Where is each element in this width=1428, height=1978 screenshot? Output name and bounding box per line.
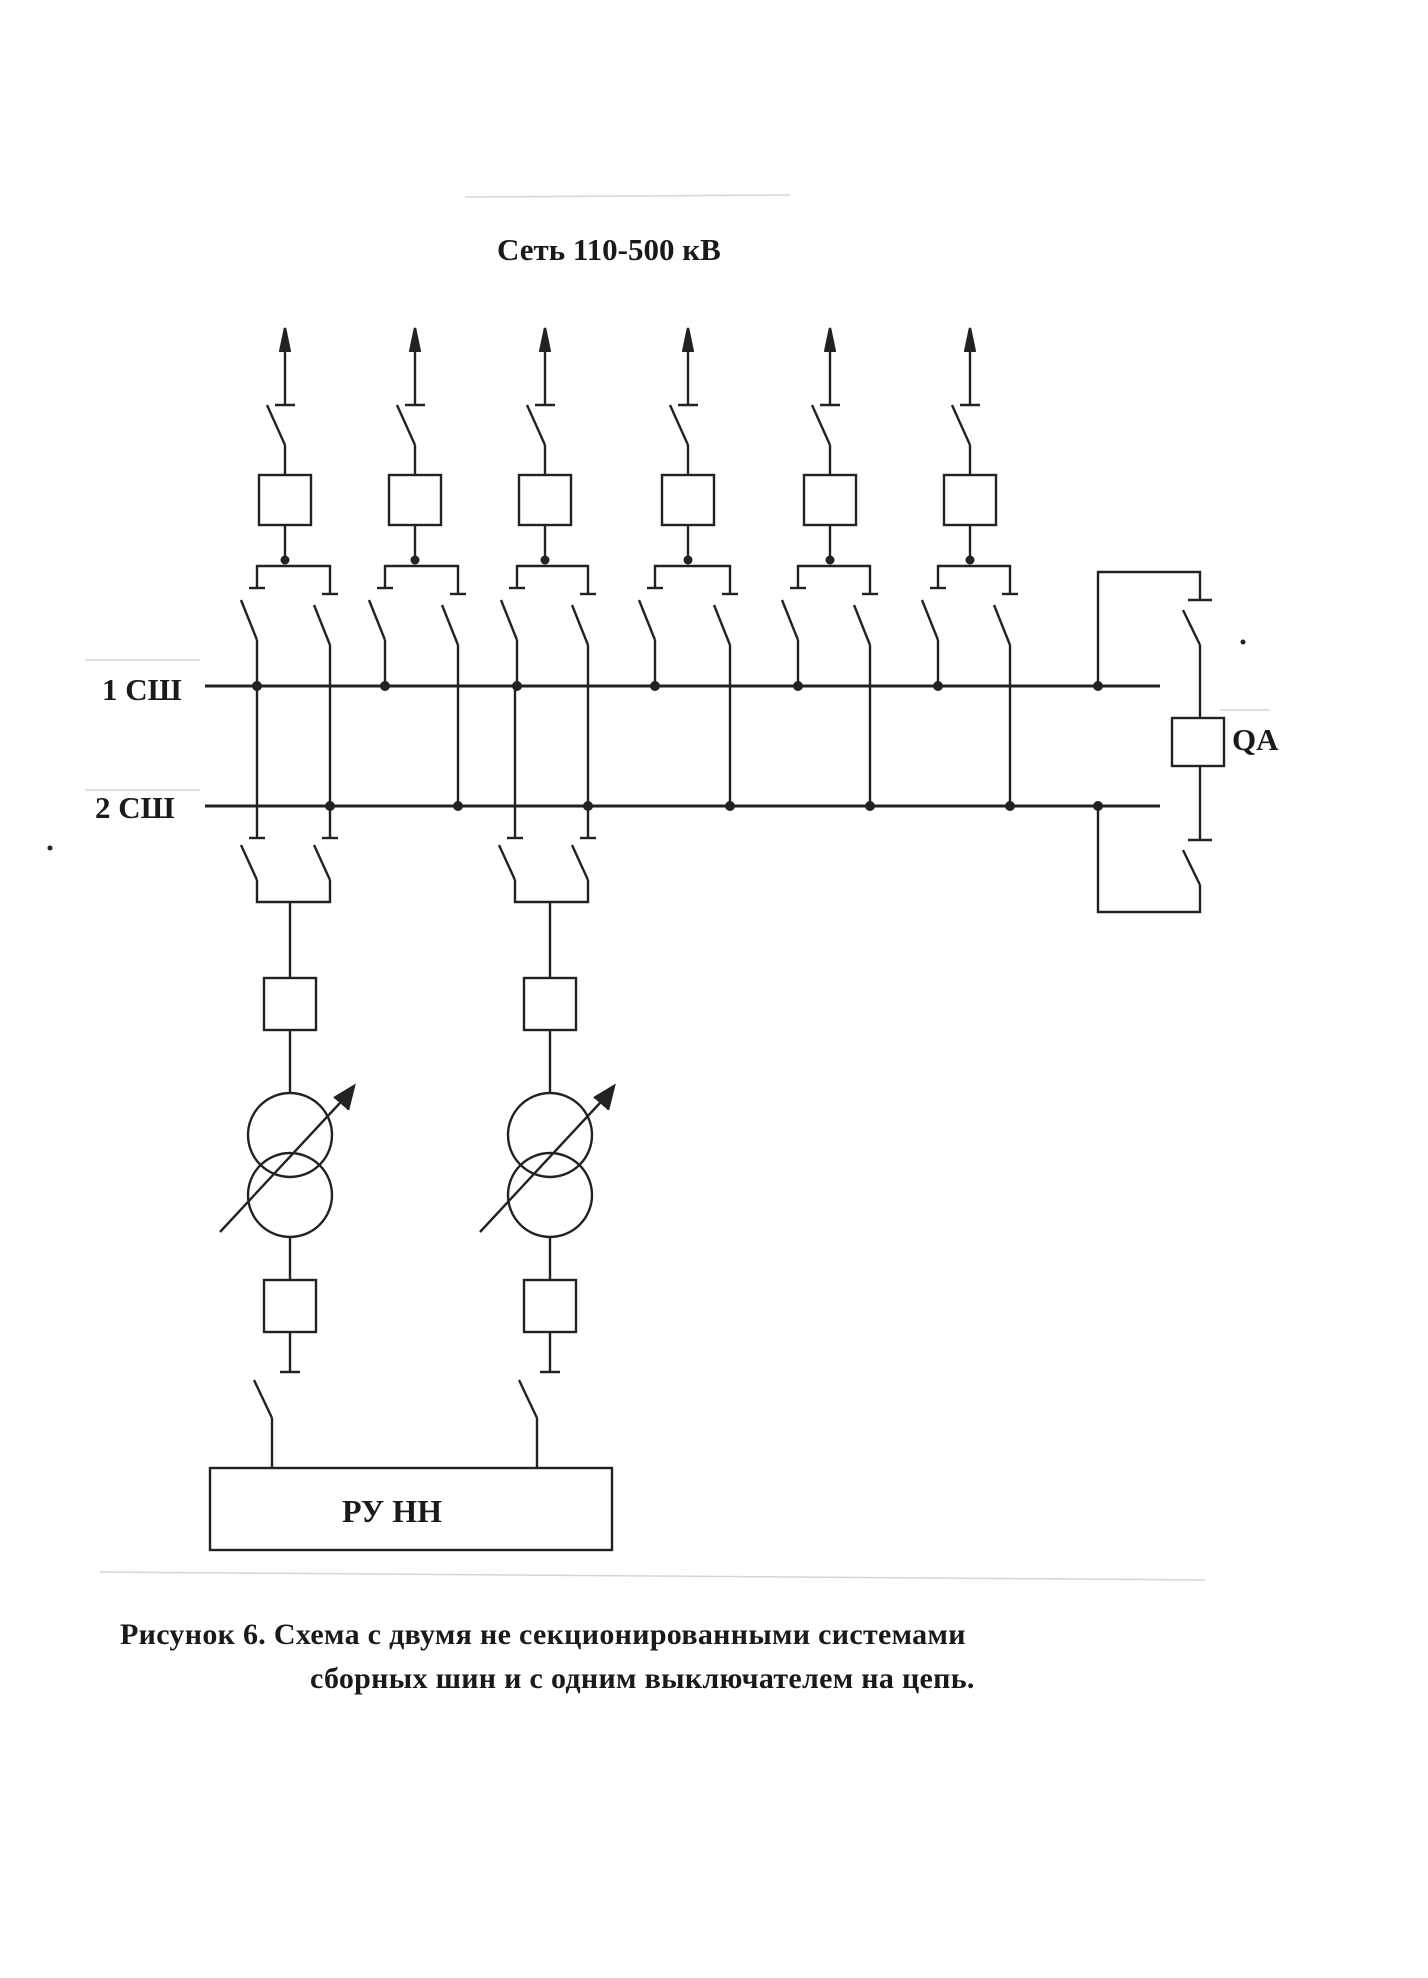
arrow-icon xyxy=(278,327,292,353)
junction-dot xyxy=(825,555,835,565)
arrow-icon xyxy=(963,327,977,353)
bus1-disconnector xyxy=(920,599,940,641)
bus1-disconnector xyxy=(499,599,519,641)
bus2-tap-dot xyxy=(865,801,875,811)
lv-disconnector xyxy=(517,1379,539,1419)
bus2-disconnector xyxy=(440,604,460,646)
lv-switchgear-label: РУ НН xyxy=(342,1493,442,1529)
line-disconnector xyxy=(265,404,287,446)
feeder-5 xyxy=(780,327,878,811)
hv-breaker xyxy=(522,976,578,1032)
bus2-tap-dot xyxy=(453,801,463,811)
line-disconnector xyxy=(395,404,417,446)
feeder-group xyxy=(239,327,1018,811)
bus1-tap-dot xyxy=(512,681,522,691)
arrow-icon xyxy=(538,327,552,353)
arrow-icon xyxy=(593,1083,616,1111)
bus1-disconnector xyxy=(497,844,517,881)
circuit-breaker xyxy=(660,473,716,527)
feeder-3 xyxy=(499,327,596,811)
arrow-icon xyxy=(408,327,422,353)
transformer-circuit-1 xyxy=(219,686,356,1468)
transformer-winding-lv xyxy=(506,1151,594,1239)
line-disconnector xyxy=(810,404,832,446)
bus1-tap-dot xyxy=(650,681,660,691)
coupler-breaker xyxy=(1170,716,1226,768)
line-disconnector xyxy=(525,404,547,446)
bus2-disconnector xyxy=(312,844,332,881)
junction-dot xyxy=(540,555,550,565)
tap-changer-arrow xyxy=(479,1089,613,1233)
bus1-tap-dot xyxy=(793,681,803,691)
circuit-breaker xyxy=(387,473,443,527)
bus1-disconnector xyxy=(239,844,259,881)
circuit-breaker xyxy=(257,473,313,527)
lv-breaker xyxy=(262,1278,318,1334)
figure-caption-line-2: сборных шин и с одним выключателем на це… xyxy=(310,1662,975,1695)
bus1-disconnector xyxy=(637,599,657,641)
bus1-disconnector xyxy=(780,599,800,641)
hv-breaker xyxy=(262,976,318,1032)
feeder-4 xyxy=(637,327,738,811)
feeder-6 xyxy=(920,327,1018,811)
bus2-disconnector xyxy=(570,604,590,646)
bus1-tap-dot xyxy=(933,681,943,691)
bus2-disconnector xyxy=(312,604,332,646)
lv-breaker xyxy=(522,1278,578,1334)
coupler-label: QA xyxy=(1232,722,1279,757)
bus2-tap-dot xyxy=(725,801,735,811)
transformer-winding-hv xyxy=(246,1091,334,1179)
circuit-breaker xyxy=(517,473,573,527)
feeder-1 xyxy=(239,327,338,811)
scan-rule-top xyxy=(464,194,791,198)
junction-dot xyxy=(683,555,693,565)
scan-speck xyxy=(1240,639,1246,645)
bus1-disconnector xyxy=(239,599,259,641)
circuit-breaker xyxy=(802,473,858,527)
bus1-label: 1 СШ xyxy=(102,672,182,707)
scan-rule-bottom xyxy=(99,1571,1206,1581)
transformer-group xyxy=(219,686,616,1468)
scan-speck xyxy=(47,845,53,851)
lv-switchgear-box xyxy=(208,1466,614,1552)
line-disconnector xyxy=(668,404,690,446)
bus2-disconnector xyxy=(712,604,732,646)
figure-caption-line-1: Рисунок 6. Схема с двумя не секционирова… xyxy=(120,1618,966,1651)
lv-disconnector xyxy=(252,1379,274,1419)
transformer-winding-lv xyxy=(246,1151,334,1239)
line-disconnector xyxy=(950,404,972,446)
coupler-disconnector-2 xyxy=(1181,849,1202,886)
feeder-2 xyxy=(367,327,466,811)
transformer-winding-hv xyxy=(506,1091,594,1179)
bus2-disconnector xyxy=(570,844,590,881)
junction-dot xyxy=(280,555,290,565)
bus-coupler xyxy=(1093,570,1270,914)
bus1-tap-dot xyxy=(380,681,390,691)
arrow-icon xyxy=(823,327,837,353)
network-label: Сеть 110-500 кВ xyxy=(497,232,721,267)
junction-dot xyxy=(965,555,975,565)
circuit-breaker xyxy=(942,473,998,527)
bus1-disconnector xyxy=(367,599,387,641)
bus2-tap-dot xyxy=(1005,801,1015,811)
transformer-circuit-2 xyxy=(479,686,616,1468)
arrow-icon xyxy=(681,327,695,353)
bus2-label: 2 СШ xyxy=(95,790,175,825)
tap-changer-arrow xyxy=(219,1089,353,1233)
bus2-disconnector xyxy=(992,604,1012,646)
coupler-disconnector-1 xyxy=(1181,609,1202,646)
arrow-icon xyxy=(333,1083,356,1111)
bus2-disconnector xyxy=(852,604,872,646)
junction-dot xyxy=(410,555,420,565)
